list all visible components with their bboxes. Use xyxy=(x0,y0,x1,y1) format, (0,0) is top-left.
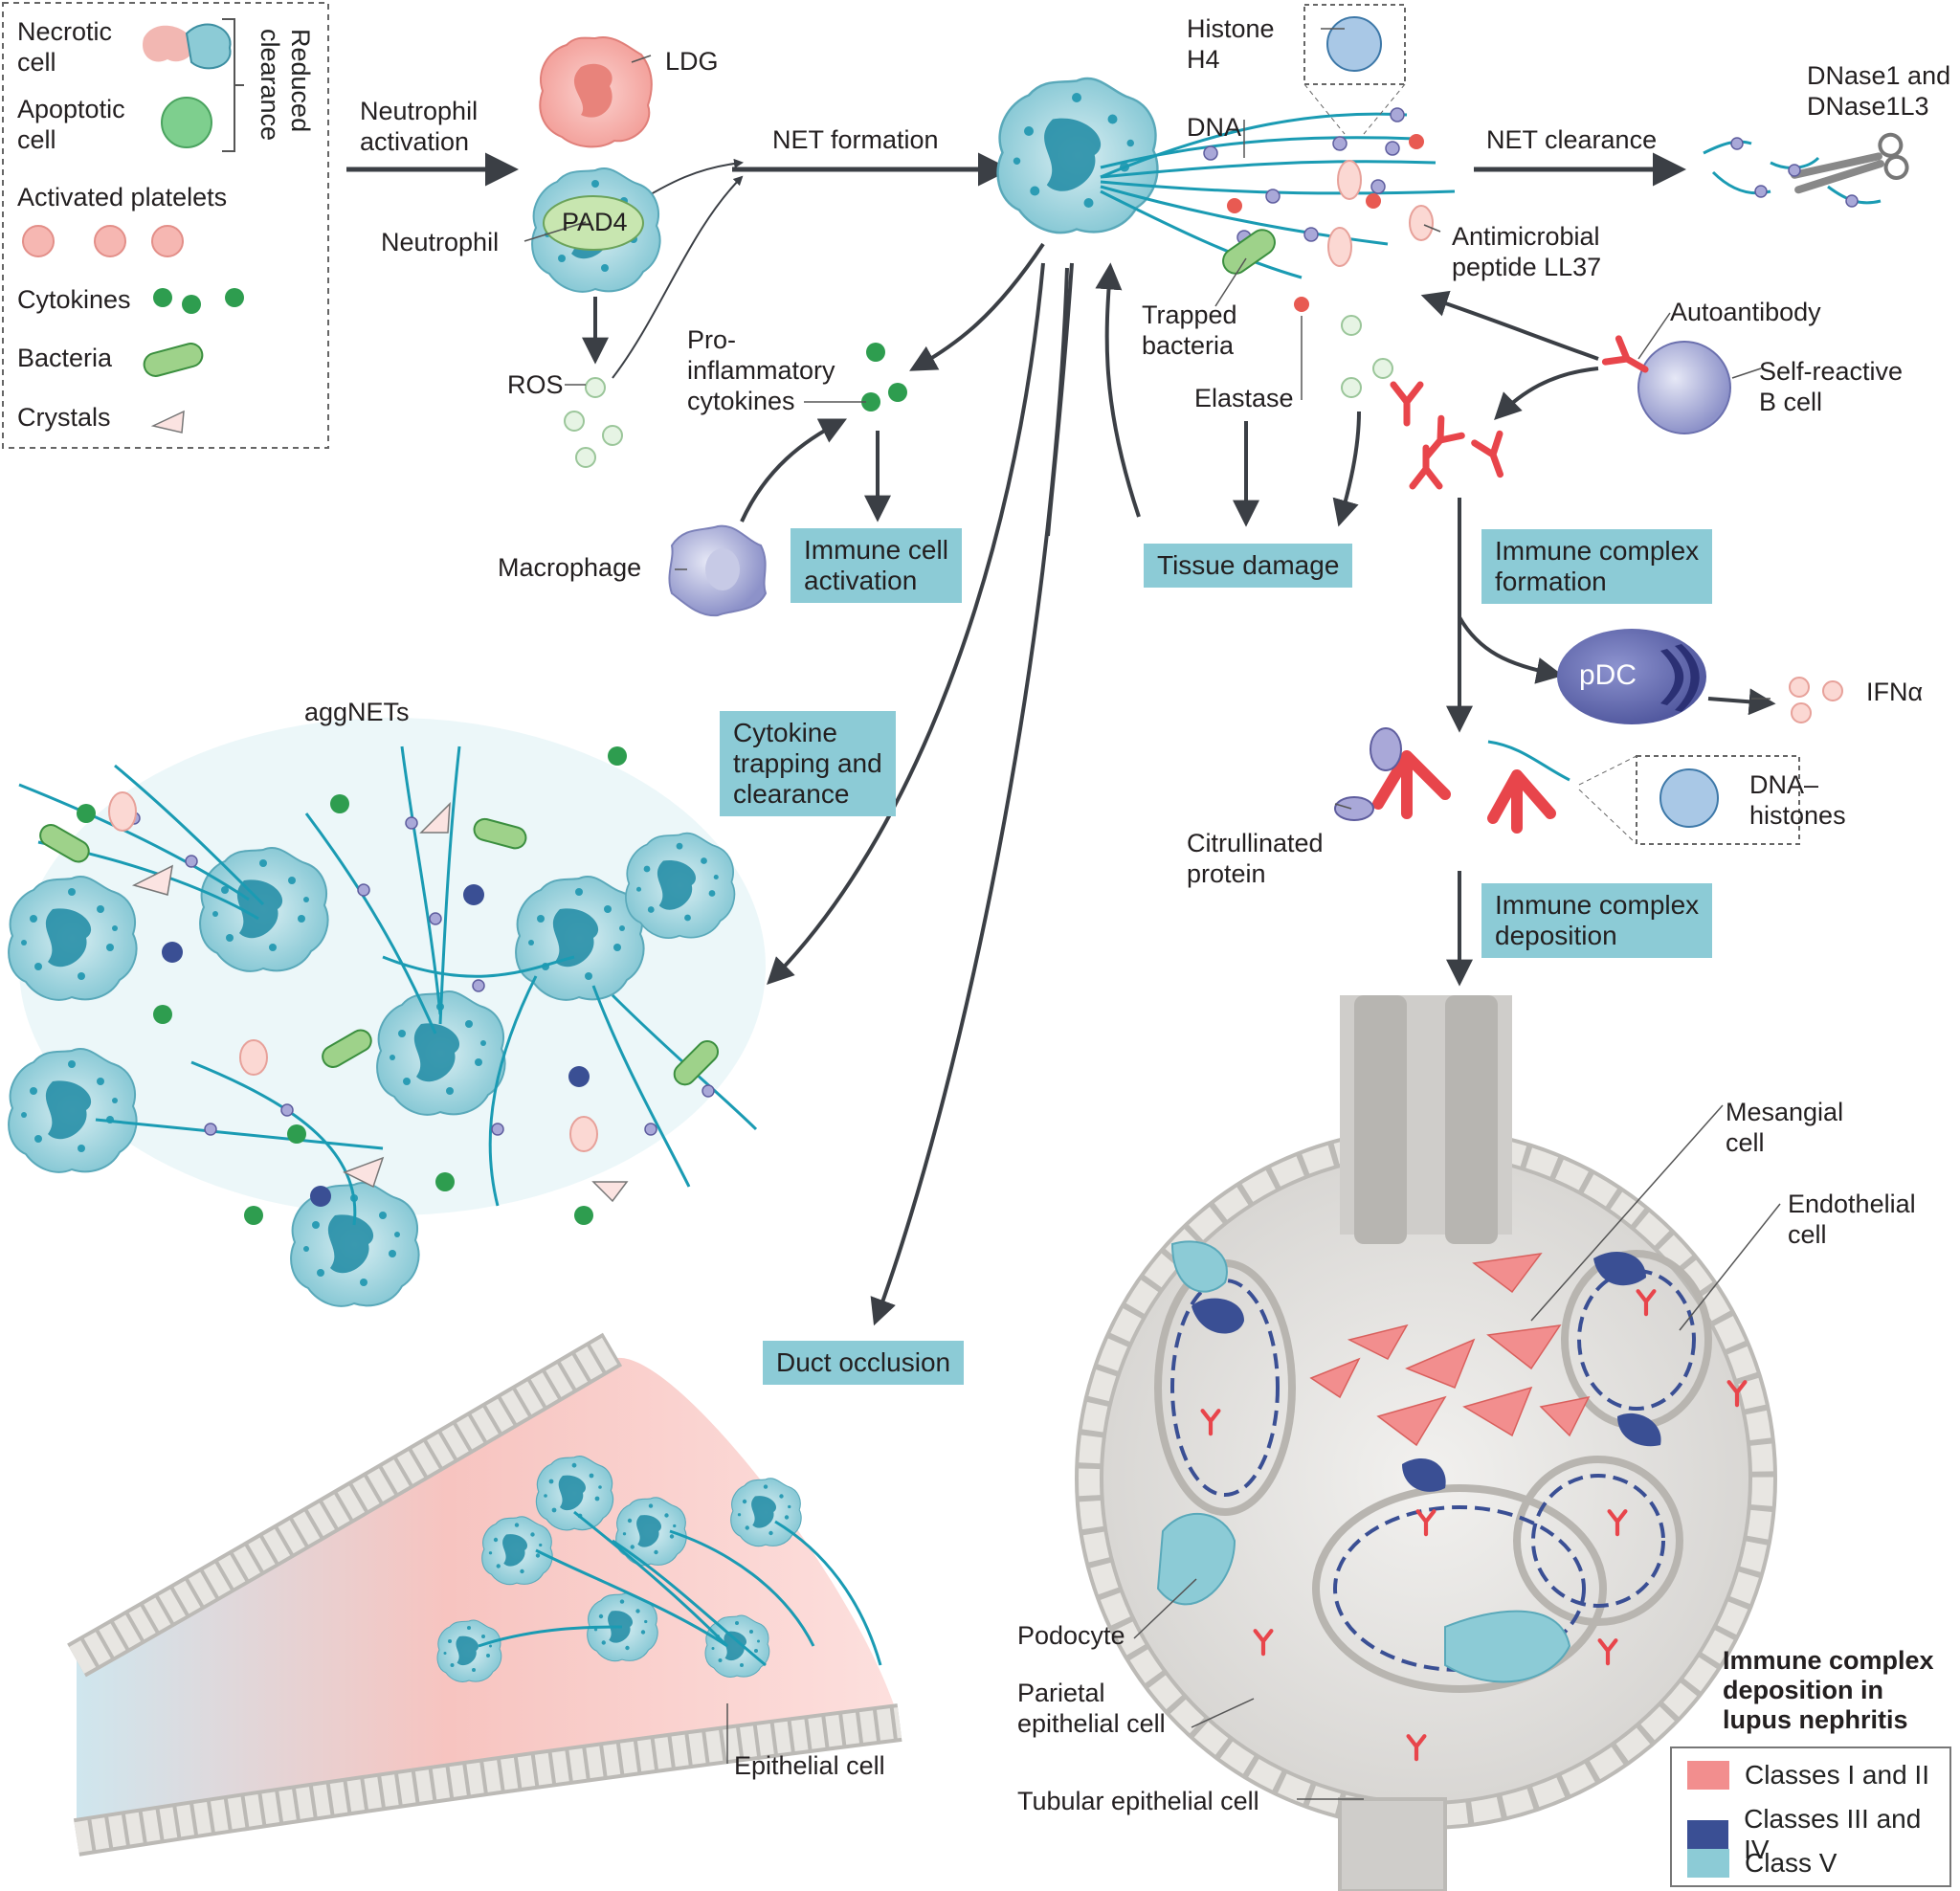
legend-bacteria-label: Bacteria xyxy=(17,344,113,372)
glomerulus xyxy=(1075,995,1777,1891)
legend-frame xyxy=(2,2,329,449)
swatch-class-v xyxy=(1687,1849,1729,1878)
trapped-bacterium xyxy=(1222,229,1276,275)
key-panel: Classes I and II Classes III and IV Clas… xyxy=(1670,1746,1951,1887)
swatch-classes-i-ii xyxy=(1687,1761,1729,1790)
released-ros xyxy=(1341,315,1393,398)
free-autoantibodies xyxy=(1393,385,1513,486)
swatch-classes-iii-iv xyxy=(1687,1820,1729,1849)
ifna-label: IFNα xyxy=(1866,678,1924,706)
pad4-enzyme xyxy=(543,195,644,251)
net-formation-label: NET formation xyxy=(772,125,939,154)
dna-histone-icon xyxy=(1659,768,1719,828)
podocyte-label: Podocyte xyxy=(1017,1621,1125,1650)
platelet-icons xyxy=(22,225,184,257)
dna-label: DNA xyxy=(1187,113,1242,142)
net-forming-neutrophil xyxy=(996,77,1159,234)
bacteria-icon xyxy=(143,343,204,377)
citrullinated-protein xyxy=(1370,727,1402,771)
ll37-peptides xyxy=(1327,160,1434,267)
crystal-icon xyxy=(150,410,185,434)
histone-h4-icon xyxy=(1326,16,1382,72)
key-item-classes-i-ii: Classes I and II xyxy=(1687,1760,1929,1791)
neutrophil-label: Neutrophil xyxy=(381,228,500,256)
tubular-epithelial-label: Tubular epithelial cell xyxy=(1017,1787,1259,1815)
b-cell xyxy=(1637,341,1731,434)
leader-lines xyxy=(523,28,1781,1800)
epithelial-cell-label: Epithelial cell xyxy=(734,1751,885,1780)
ros-label: ROS xyxy=(507,370,564,399)
tissue-damage-box: Tissue damage xyxy=(1144,544,1353,588)
key-item-classes-iii-iv: Classes III and IV xyxy=(1687,1804,1949,1865)
ifna-dots xyxy=(1789,677,1843,723)
pad4-label: PAD4 xyxy=(562,208,628,236)
aggnets-label: aggNETs xyxy=(304,698,410,726)
ros-particles xyxy=(564,377,623,468)
key-item-class-v: Class V xyxy=(1687,1848,1837,1879)
macrophage-cell xyxy=(668,524,768,617)
proinflammatory-cytokines xyxy=(861,343,907,412)
apoptotic-cell-icon xyxy=(161,97,212,148)
elastase-label: Elastase xyxy=(1194,384,1294,412)
necrotic-cell-icon xyxy=(143,25,194,62)
duct-occlusion-box: Duct occlusion xyxy=(763,1341,965,1385)
scissors-icon xyxy=(1790,132,1909,194)
aggnets-cluster xyxy=(8,718,766,1307)
legend-platelets-label: Activated platelets xyxy=(17,183,228,211)
immune-complex-antibodies xyxy=(1372,750,1556,834)
autoantibody-label: Autoantibody xyxy=(1670,298,1821,326)
cytokine-icons xyxy=(153,288,244,314)
net-clearance-label: NET clearance xyxy=(1486,125,1658,154)
dna-histones-label: DNA–histones xyxy=(1749,770,1846,830)
pdc-granules xyxy=(1660,644,1700,712)
duct-tube xyxy=(67,1332,902,1857)
ldg-label: LDG xyxy=(665,47,719,76)
pdc-label: pDC xyxy=(1579,659,1637,691)
elastase-dots xyxy=(1227,134,1424,312)
ldg-cell xyxy=(539,36,653,148)
legend-cytokines-label: Cytokines xyxy=(17,285,131,314)
legend-crystals-label: Crystals xyxy=(17,403,111,432)
histone-dots xyxy=(1203,107,1405,266)
macrophage-label: Macrophage xyxy=(498,553,642,582)
